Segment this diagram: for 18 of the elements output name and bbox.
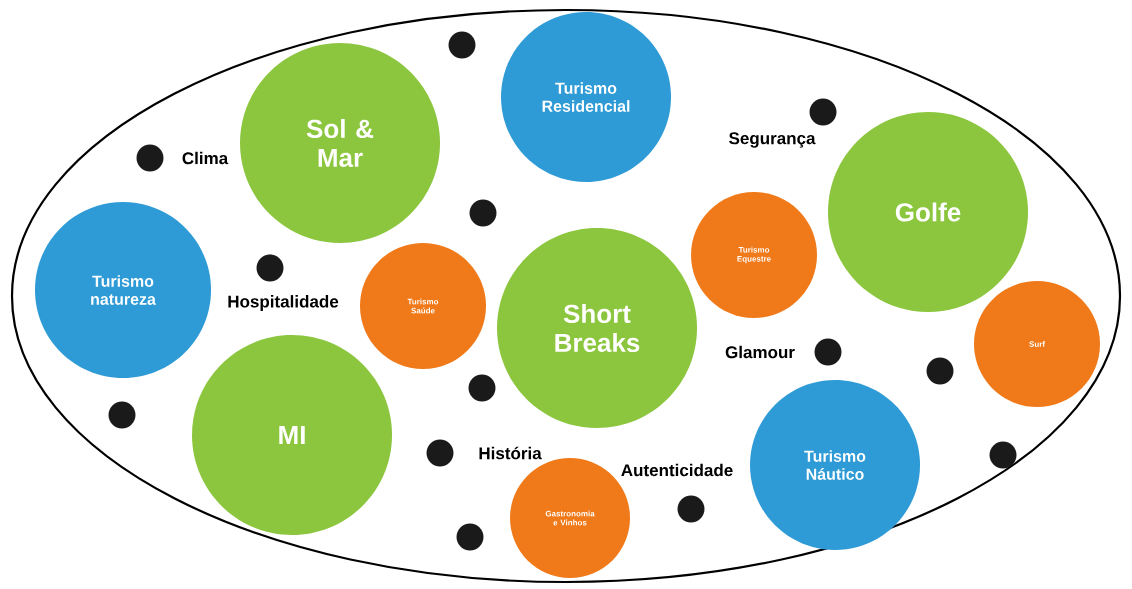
keyword-label: Glamour [725,345,795,359]
dot [926,357,954,385]
keyword-label: História [479,446,542,460]
dot [426,439,454,467]
dot [809,98,837,126]
dot [456,523,484,551]
dot [136,144,164,172]
dot [108,401,136,429]
dot [468,374,496,402]
dot [814,338,842,366]
dot [677,495,705,523]
dot [469,199,497,227]
keyword-label: Hospitalidade [228,295,339,311]
dot [448,31,476,59]
keyword-label: Clima [182,151,229,165]
keyword-label: Segurança [729,132,816,148]
dot [989,441,1017,469]
dot [256,254,284,282]
